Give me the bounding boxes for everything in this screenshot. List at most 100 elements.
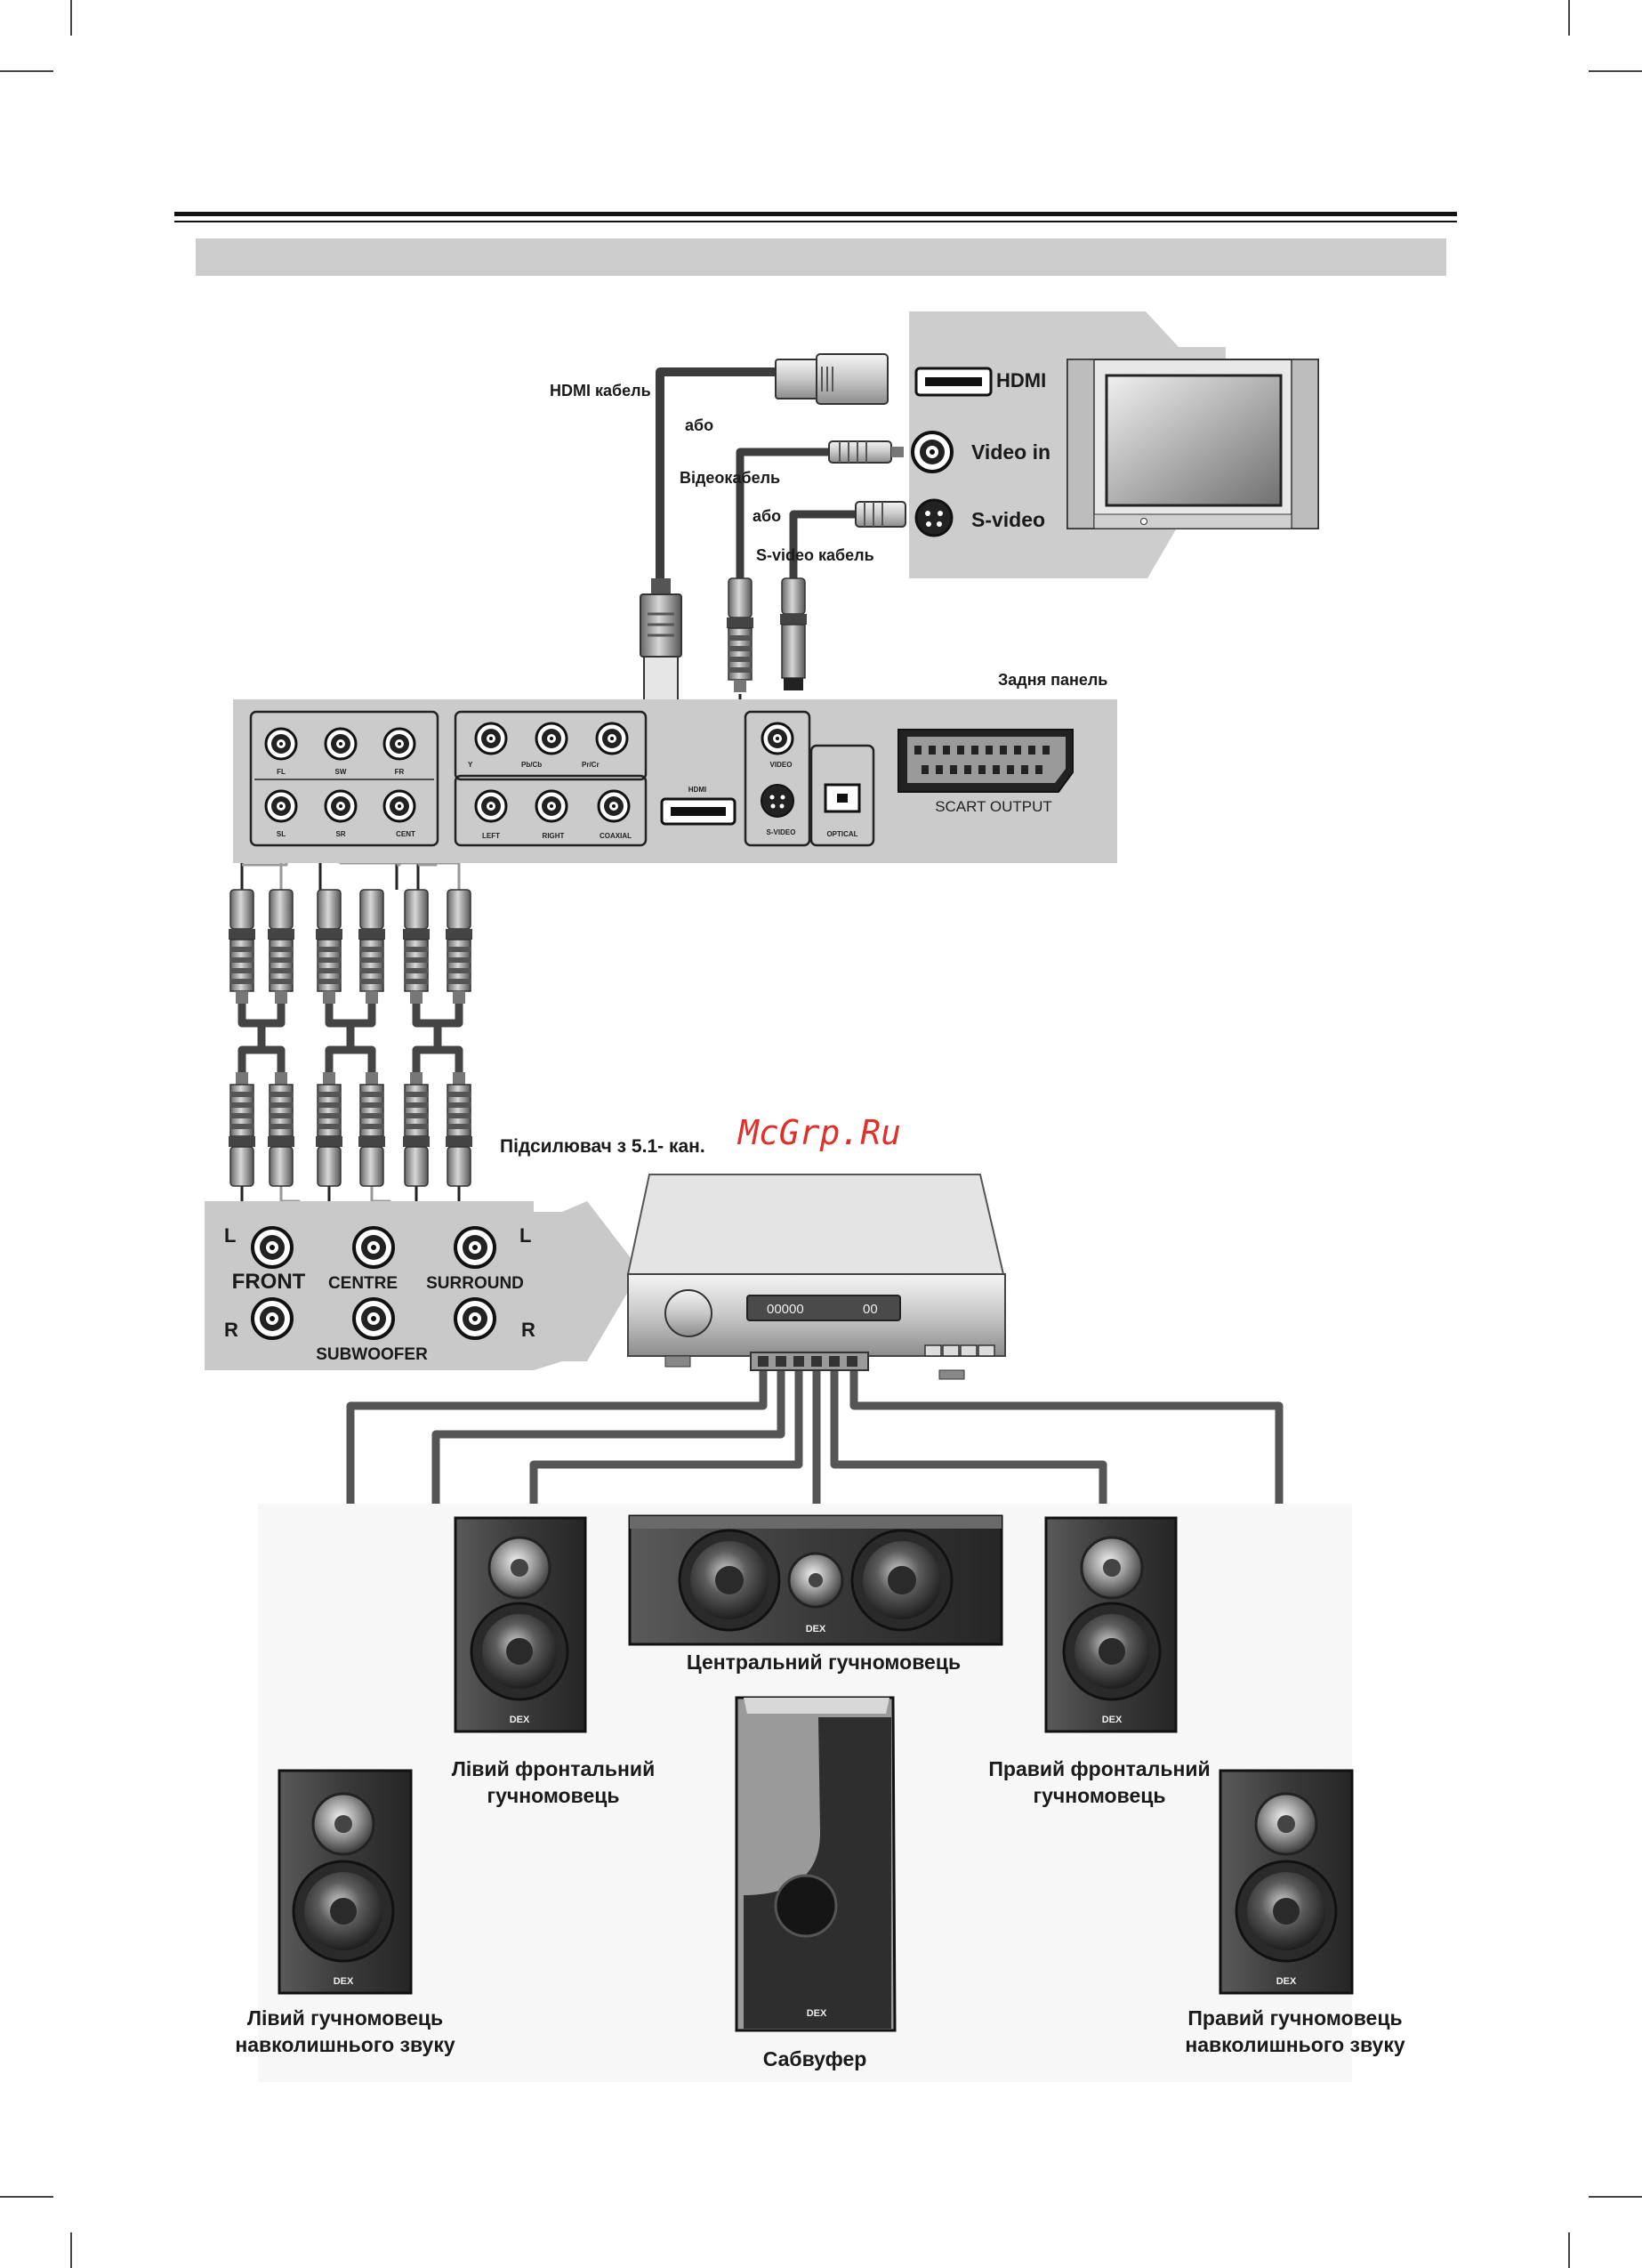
- jack-fl: [264, 727, 298, 761]
- label-sr: SR: [335, 830, 345, 838]
- surround-right-caption-line1: Правий гучномовець: [1187, 2006, 1402, 2030]
- jack-s-video: [761, 784, 794, 818]
- surround-left-caption-line2: навколишнього звуку: [235, 2033, 455, 2056]
- jack-sr: [324, 789, 358, 823]
- label-left: LEFT: [482, 832, 500, 840]
- amp-front-r-jack: [251, 1297, 294, 1340]
- label-coaxial: COAXIAL: [600, 832, 632, 840]
- label-y: Y: [468, 761, 473, 769]
- s-video-cable-label: S-video кабель: [756, 546, 874, 564]
- surround-left-caption-line1: Лівий гучномовець: [247, 2006, 443, 2030]
- amp-r-left: R: [224, 1319, 238, 1341]
- rear-panel: FL SW FR SL SR CENT Y Pb/Cb Pr/Cr LEFT R…: [233, 699, 1117, 863]
- subwoofer: DEX: [735, 1696, 897, 2032]
- label-sw: SW: [335, 768, 347, 776]
- amp-centre-label: CENTRE: [328, 1274, 398, 1293]
- tv-panel: HDMI Video in S-video: [909, 311, 1319, 578]
- surround-right-brand: DEX: [1276, 1976, 1297, 1987]
- jack-pr: [595, 722, 629, 755]
- or-label-1: або: [685, 416, 713, 434]
- amp-r-right: R: [521, 1319, 535, 1341]
- subwoofer-brand: DEX: [807, 2008, 827, 2019]
- tv-s-video-jack: [914, 498, 954, 537]
- amp-surround-l-jack: [454, 1226, 496, 1269]
- front-left-speaker: DEX: [454, 1516, 587, 1733]
- rear-panel-title: Задня панель: [998, 671, 1107, 689]
- header-rule: [174, 212, 1457, 216]
- label-scart: SCART OUTPUT: [935, 798, 1052, 815]
- optical-block: [809, 744, 875, 847]
- label-cent: CENT: [396, 830, 415, 838]
- jack-sl: [264, 789, 298, 823]
- tv-video-in-label: Video in: [971, 440, 1050, 464]
- jack-cent: [382, 789, 416, 823]
- centre-speaker: DEX: [628, 1514, 1003, 1646]
- tv-hdmi-label: HDMI: [996, 369, 1046, 391]
- jack-left: [474, 789, 508, 823]
- label-sl: SL: [277, 830, 286, 838]
- surround-left-speaker: DEX: [278, 1769, 413, 1995]
- amp-subwoofer-label: SUBWOOFER: [316, 1345, 428, 1364]
- amp-display: [746, 1295, 901, 1321]
- tv-side-plugs: [775, 353, 906, 528]
- jack-right: [535, 789, 568, 823]
- component-block: [454, 710, 648, 781]
- amp-l-left: L: [224, 1224, 236, 1247]
- video-block: [744, 710, 811, 847]
- amplifier-title: Підсилювач з 5.1- кан.: [500, 1136, 705, 1157]
- amplifier-unit: 00000 00: [626, 1174, 1006, 1380]
- tv-video-in-jack: [911, 431, 954, 473]
- label-pb: Pb/Cb: [521, 761, 542, 769]
- volume-knob: [664, 1289, 712, 1337]
- front-left-caption-line2: гучномовець: [487, 1784, 619, 1807]
- player-side-plugs: [640, 577, 807, 706]
- amp-centre-jack: [352, 1226, 395, 1269]
- tv-set-icon: [1066, 359, 1319, 529]
- label-video: VIDEO: [770, 761, 793, 769]
- surround-right-speaker: DEX: [1219, 1769, 1354, 1995]
- front-left-brand: DEX: [510, 1715, 530, 1725]
- watermark: McGrp.Ru: [736, 1113, 901, 1152]
- amp-l-right: L: [519, 1224, 531, 1247]
- subwoofer-caption: Сабвуфер: [763, 2047, 867, 2070]
- centre-speaker-brand: DEX: [806, 1624, 826, 1634]
- cable-labels: HDMI кабель або Відеокабель або S-video …: [550, 382, 874, 564]
- amp-surround-label: SURROUND: [426, 1274, 524, 1293]
- label-right: RIGHT: [543, 832, 565, 840]
- header-rule-thin: [174, 221, 1457, 222]
- tv-s-video-label: S-video: [971, 508, 1045, 531]
- centre-speaker-caption: Центральний гучномовець: [687, 1651, 961, 1674]
- or-label-2: або: [753, 507, 781, 525]
- amp-surround-r-jack: [454, 1297, 496, 1340]
- jack-y: [474, 722, 508, 755]
- label-s-video: S-VIDEO: [767, 828, 796, 836]
- audio-51-block: [249, 710, 439, 847]
- jack-pb: [535, 722, 568, 755]
- label-fl: FL: [277, 768, 286, 776]
- surround-right-caption-line2: навколишнього звуку: [1185, 2033, 1405, 2056]
- jack-fr: [382, 727, 416, 761]
- hdmi-cable-label: HDMI кабель: [550, 382, 651, 400]
- amp-front-l-jack: [251, 1226, 294, 1269]
- jack-video: [761, 722, 794, 755]
- amp-display-left: 00000: [767, 1302, 804, 1317]
- surround-left-brand: DEX: [334, 1976, 354, 1987]
- video-cable-label: Відеокабель: [680, 469, 780, 487]
- front-left-caption-line1: Лівий фронтальний: [452, 1757, 655, 1780]
- amp-subwoofer-jack: [352, 1297, 395, 1340]
- stereo-block: [454, 774, 648, 847]
- amplifier-input-panel: L R L R FRONT CENTRE SURROUND SUBWOOFER: [205, 1201, 640, 1370]
- section-title-bar: [196, 238, 1446, 276]
- jack-coaxial: [597, 789, 631, 823]
- label-hdmi: HDMI: [688, 786, 706, 794]
- label-optical: OPTICAL: [826, 830, 857, 838]
- front-right-brand: DEX: [1102, 1715, 1123, 1725]
- amp-front-label: FRONT: [232, 1270, 306, 1294]
- front-right-caption-line2: гучномовець: [1033, 1784, 1165, 1807]
- amp-display-right: 00: [863, 1302, 878, 1317]
- jack-sw: [324, 727, 358, 761]
- front-right-caption-line1: Правий фронтальний: [988, 1757, 1210, 1780]
- front-right-speaker: DEX: [1044, 1516, 1178, 1733]
- label-pr: Pr/Cr: [582, 761, 600, 769]
